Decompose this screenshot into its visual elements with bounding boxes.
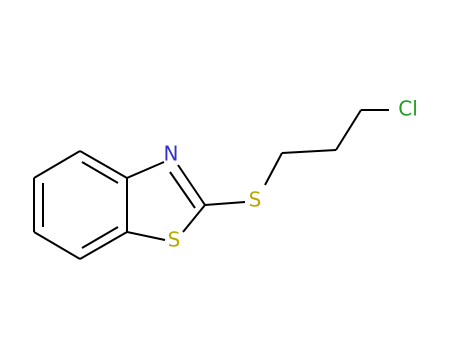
- bond-c3-c6: [79, 231, 128, 260]
- atom-label-chlorine: Cl: [398, 97, 418, 121]
- bond-c3-s-ring: [126, 231, 166, 241]
- bond-n-c2-outer: [177, 164, 206, 206]
- bond-ch2-a-ch2-b: [281, 149, 337, 154]
- bond-ch2-b-ch2-c: [335, 109, 362, 151]
- atom-label-thioether-sulfur: S: [249, 188, 262, 212]
- bond-c7-c4: [79, 150, 128, 179]
- bond-s-ring-c2: [182, 204, 206, 233]
- bond-c6-c2: [33, 231, 81, 260]
- bond-n-c2-inner: [169, 171, 196, 209]
- bond-c1-c7: [33, 150, 81, 179]
- inner-bond-c3-c6: [81, 226, 119, 249]
- bond-c4-n: [126, 161, 165, 179]
- atom-label-ring-sulfur: S: [168, 228, 181, 252]
- inner-bond-c7-c4: [81, 161, 119, 184]
- bond-s-chain-ch2-a: [264, 152, 283, 186]
- atom-label-nitrogen: N: [164, 142, 179, 166]
- bond-c2-s-chain: [204, 201, 246, 206]
